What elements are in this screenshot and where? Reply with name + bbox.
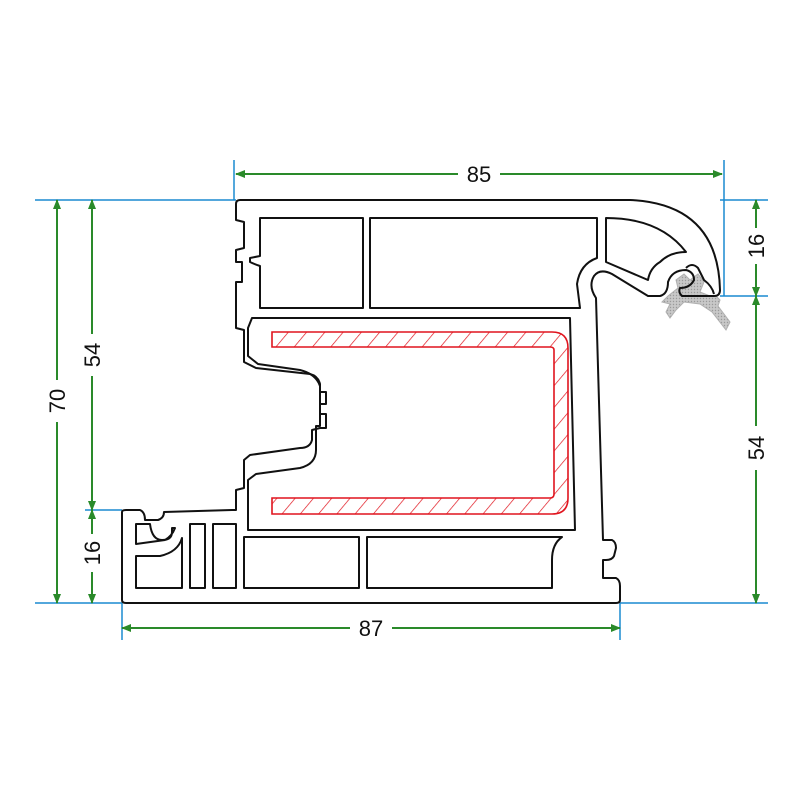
bottom-chamber-2 bbox=[366, 536, 563, 589]
top-middle-chamber bbox=[369, 217, 598, 309]
nose-inner-chamber bbox=[605, 217, 687, 281]
dim-right-upper-height: 16 bbox=[744, 234, 769, 258]
dim-left-upper-height: 54 bbox=[80, 343, 105, 367]
bottom-left-chamber bbox=[135, 523, 176, 545]
dimension-lines bbox=[53, 170, 760, 632]
main-chamber bbox=[247, 317, 576, 531]
profile-outline bbox=[121, 199, 721, 604]
dim-bottom-width: 87 bbox=[359, 616, 383, 641]
bottom-slot-2 bbox=[212, 523, 237, 589]
bottom-left-lower-chamber bbox=[135, 537, 183, 589]
bottom-slot-1 bbox=[189, 523, 206, 589]
dim-total-height: 70 bbox=[45, 389, 70, 413]
dim-top-width: 85 bbox=[467, 162, 491, 187]
extension-lines bbox=[35, 160, 768, 640]
bottom-chamber-1 bbox=[243, 536, 360, 589]
nose-groove bbox=[685, 264, 715, 295]
dim-left-lower-height: 16 bbox=[80, 541, 105, 565]
top-left-chamber bbox=[249, 217, 364, 309]
steel-reinforcement bbox=[271, 331, 569, 515]
dim-right-lower-height: 54 bbox=[744, 436, 769, 460]
